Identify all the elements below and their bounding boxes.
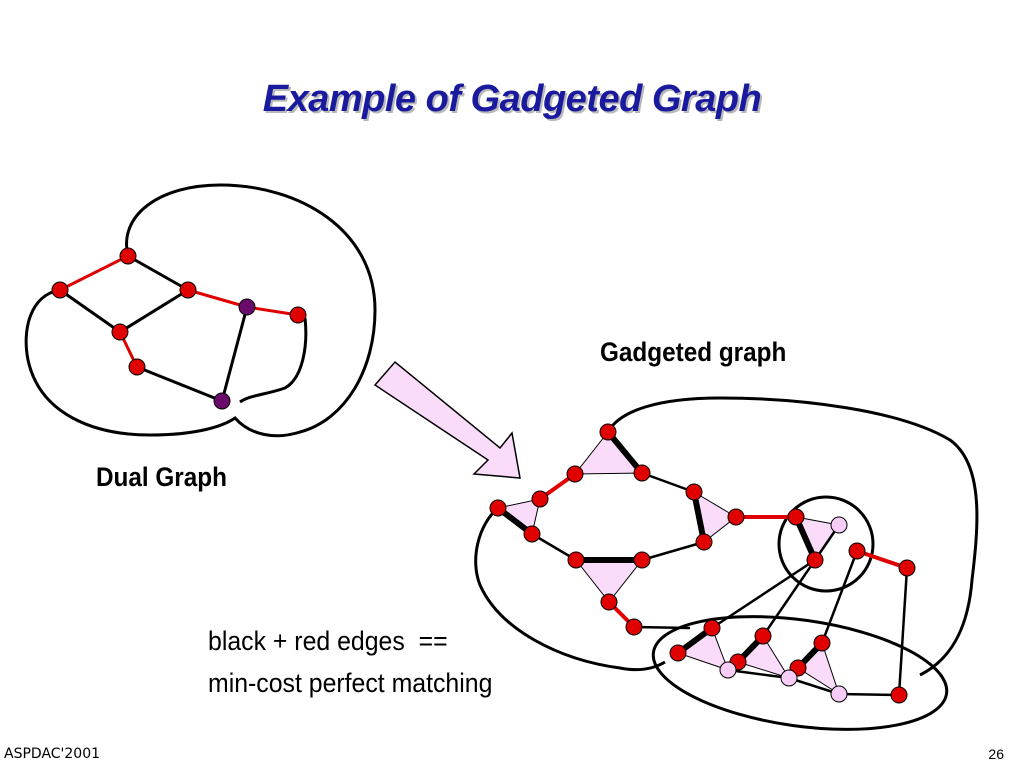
dual-node-purple (238, 298, 256, 316)
gadget-node (599, 423, 617, 441)
gadget-edge (641, 540, 705, 562)
gadget-node (787, 508, 805, 526)
gadget-edge (838, 692, 900, 697)
dual-graph-label: Dual Graph (96, 462, 227, 492)
dual-right-loop (239, 317, 308, 404)
dual-edge (187, 288, 248, 309)
gadget-edge (711, 558, 816, 630)
dual-edge (136, 365, 223, 403)
gadget-node (633, 464, 651, 482)
dual-node (289, 306, 307, 324)
gadget-node (695, 533, 713, 551)
gadget-node (669, 644, 687, 662)
gadget-edge (727, 668, 790, 680)
dual-node (119, 247, 137, 265)
gadget-node (600, 593, 618, 611)
dual-edge (59, 254, 129, 292)
footer-conference: ASPDAC'2001 (4, 746, 101, 762)
matching-edge-red (856, 549, 908, 570)
gadget-node (523, 525, 541, 543)
footer-page-number: 26 (988, 746, 1004, 762)
note-line-1: black + red edges == (208, 626, 448, 656)
gadget-node (531, 490, 549, 508)
gadget-edge (788, 676, 840, 696)
matching-edge-black (605, 429, 645, 476)
dual-node (179, 281, 197, 299)
gadget-node (806, 551, 824, 569)
gadget-node (703, 619, 721, 637)
gadget-node (566, 465, 584, 483)
dual-outer-loop (24, 183, 377, 438)
dual-node (111, 323, 129, 341)
dual-edge (220, 306, 249, 402)
gadget-node (898, 559, 916, 577)
gadget-node-pink (719, 661, 737, 679)
slide-title: Example of Gadgeted Graph (262, 78, 762, 120)
gadget-node-pink (830, 685, 848, 703)
gadget-node (813, 634, 831, 652)
gadget-edge (633, 625, 691, 630)
gadget-node (625, 618, 643, 636)
dual-edge (246, 305, 299, 317)
gadget-node (848, 542, 866, 560)
dual-edge (119, 288, 189, 334)
gadget-outer-loop (606, 396, 979, 677)
dual-edge (59, 288, 121, 334)
gadgeted-graph-label: Gadgeted graph (600, 337, 787, 367)
note-line-2: min-cost perfect matching (208, 668, 493, 698)
gadget-node (754, 627, 772, 645)
gadget-edge (897, 567, 909, 696)
gadget-left-loop (474, 506, 666, 672)
gadget-node (890, 686, 908, 704)
gadget-node (727, 508, 745, 526)
dual-node-purple (213, 392, 231, 410)
dual-graph (24, 183, 377, 438)
highlight-ellipse (651, 615, 949, 731)
gadgeted-graph (474, 396, 979, 731)
matching-note: black + red edges == min-cost perfect ma… (208, 620, 492, 704)
dual-node (51, 281, 69, 299)
gadget-edge (641, 471, 695, 494)
gadget-node-pink (830, 516, 848, 534)
gadget-edge (820, 550, 859, 644)
gadget-node (567, 551, 585, 569)
gadget-node (633, 551, 651, 569)
gadget-node (489, 499, 507, 517)
dual-node (128, 358, 146, 376)
dual-edge (127, 254, 189, 292)
gadget-node-pink (780, 669, 798, 687)
transform-arrow (373, 360, 521, 479)
gadget-edge (761, 524, 841, 637)
highlight-circle (777, 495, 875, 593)
gadget-node (685, 483, 703, 501)
gadget-edge (531, 532, 577, 562)
